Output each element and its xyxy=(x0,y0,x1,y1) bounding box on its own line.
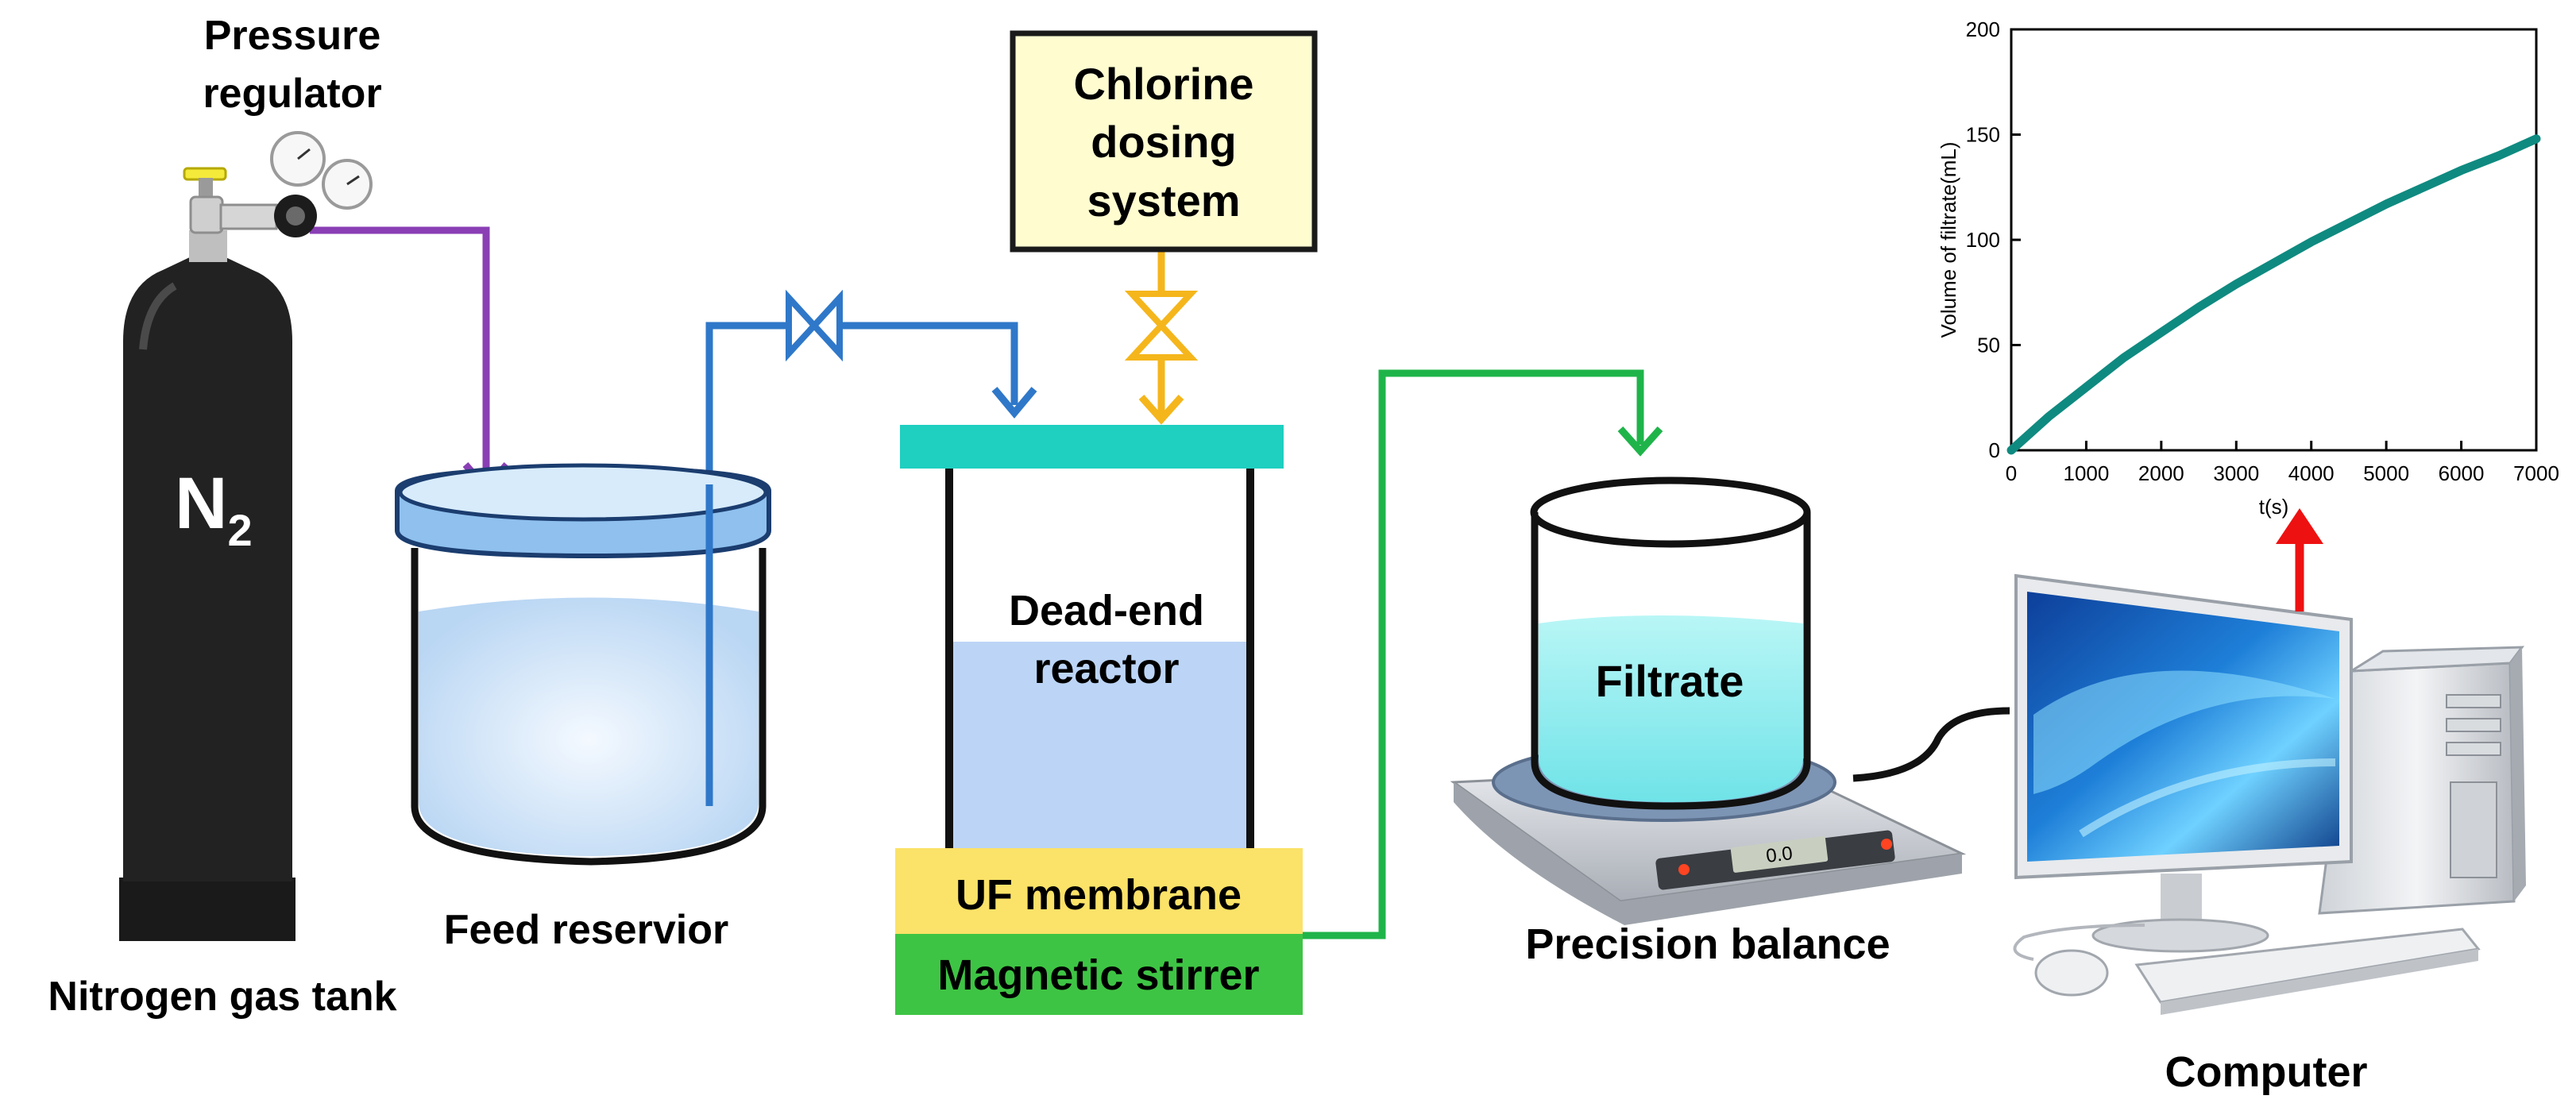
magnetic-stirrer-label: Magnetic stirrer xyxy=(937,951,1259,999)
computer-label: Computer xyxy=(2165,1048,2368,1096)
nitrogen-tank-label: Nitrogen gas tank xyxy=(48,974,396,1020)
chlorine-valve-icon[interactable] xyxy=(1124,291,1199,361)
pressure-regulator-label-1: Pressure xyxy=(204,13,381,59)
filtrate-label: Filtrate xyxy=(1596,656,1744,706)
reactor-liquid xyxy=(953,642,1247,850)
uf-membrane-label: UF membrane xyxy=(956,871,1242,919)
pressure-regulator-label-2: regulator xyxy=(203,71,381,117)
x-tick-label: 2000 xyxy=(2138,461,2184,485)
chlorine-label-3: system xyxy=(1087,176,1240,226)
uf-membrane-layer xyxy=(895,848,1303,934)
y-tick-label: 100 xyxy=(1966,228,2000,252)
chlorine-line-arrowhead xyxy=(1138,395,1184,425)
y-tick-label: 200 xyxy=(1966,17,2000,41)
filtrate-beaker xyxy=(1530,476,1811,810)
reactor-label-2: reactor xyxy=(1033,645,1179,692)
filtrate-line-arrowhead xyxy=(1617,426,1663,457)
n2-gas-line xyxy=(310,226,490,484)
chlorine-dosing-box xyxy=(1010,30,1318,253)
filtrate-volume-chart: 0 1000 2000 3000 4000 5000 6000 7000 0 50 100 150 20… xyxy=(1937,17,2559,519)
feed-valve-icon[interactable] xyxy=(786,289,843,362)
y-tick-label: 150 xyxy=(1966,123,2000,147)
feed-reservoir-label: Feed reservior xyxy=(444,907,728,953)
x-tick-label: 1000 xyxy=(2064,461,2110,485)
y-tick-label: 50 xyxy=(1977,334,2000,357)
y-axis-label: Volume of filtrate(mL) xyxy=(1937,141,1960,338)
x-axis-label: t(s) xyxy=(2259,495,2289,519)
reactor-lid xyxy=(900,425,1284,469)
chlorine-label-1: Chlorine xyxy=(1073,59,1253,109)
chlorine-label-2: dosing xyxy=(1091,117,1237,167)
x-tick-label: 3000 xyxy=(2213,461,2259,485)
pressure-regulator-icon[interactable] xyxy=(183,131,373,237)
balance-computer-cable xyxy=(1852,707,2010,782)
feed-line-arrowhead xyxy=(991,387,1037,419)
balance-display-readout: 0.0 xyxy=(1765,843,1794,867)
x-tick-label: 6000 xyxy=(2439,461,2485,485)
computer-icon[interactable] xyxy=(2013,573,2526,1015)
x-tick-label: 0 xyxy=(2006,461,2017,485)
red-up-arrow-icon xyxy=(2276,508,2323,611)
magnetic-stirrer-block xyxy=(895,934,1303,1015)
reactor-label-1: Dead-end xyxy=(1009,587,1204,635)
filtrate-line xyxy=(1303,369,1644,939)
x-tick-label: 4000 xyxy=(2288,461,2335,485)
x-tick-label: 5000 xyxy=(2363,461,2409,485)
precision-balance-label: Precision balance xyxy=(1525,920,1890,968)
filtrate-volume-line xyxy=(2006,134,2541,455)
n2-label: N2 xyxy=(175,463,253,555)
y-tick-label: 0 xyxy=(1989,438,2000,462)
nitrogen-gas-tank xyxy=(119,230,295,941)
feed-reservoir xyxy=(395,463,771,866)
x-tick-label: 7000 xyxy=(2513,461,2559,485)
